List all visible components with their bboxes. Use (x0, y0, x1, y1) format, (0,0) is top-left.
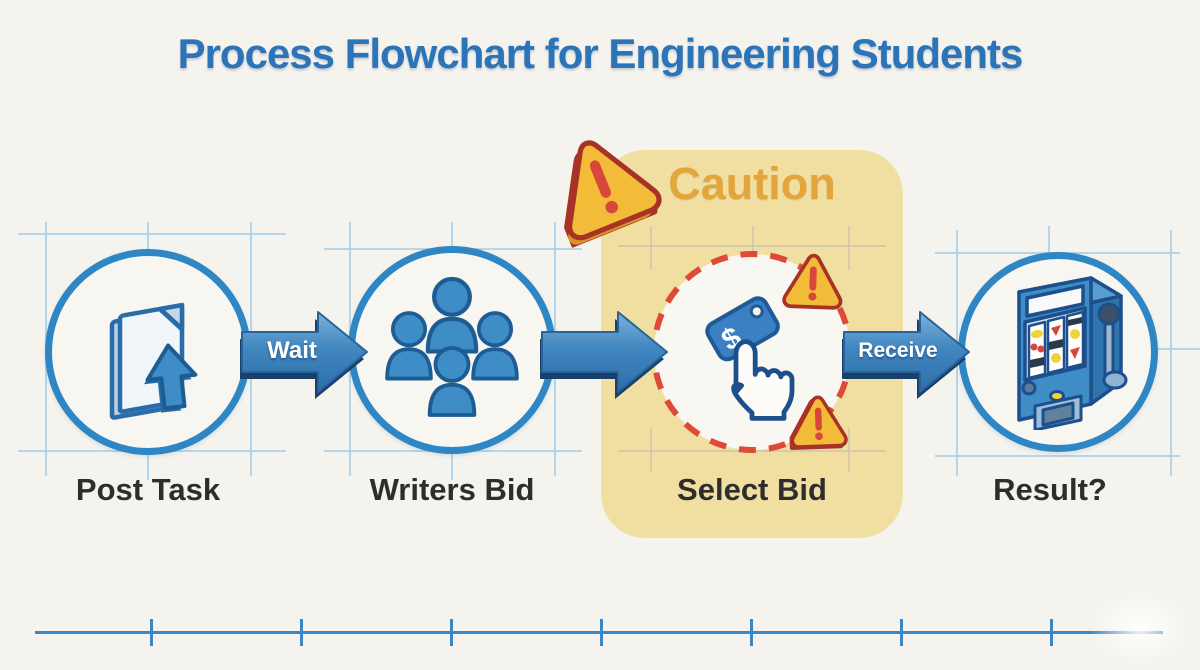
ruler-tick (450, 619, 453, 646)
ruler-tick (750, 619, 753, 646)
ruler-tick (900, 619, 903, 646)
grid-line (1048, 226, 1050, 254)
grid-line (848, 226, 850, 270)
arrow-wait (240, 311, 368, 399)
ruler-tick (300, 619, 303, 646)
caution-label: Caution (668, 158, 836, 209)
sparkle-highlight (1085, 588, 1195, 668)
arrow-label-receive: Receive (858, 339, 938, 362)
ruler-tick (1050, 619, 1053, 646)
price-tag-cursor-icon: $ (705, 296, 795, 421)
arrow-receive (842, 311, 970, 399)
grid-line (650, 428, 652, 472)
grid-line (1170, 230, 1172, 476)
ruler-tick (600, 619, 603, 646)
grid-line (848, 428, 850, 472)
grid-line (18, 233, 286, 235)
grid-line (752, 226, 754, 270)
arrow-to-select-bid (540, 311, 668, 399)
slot-machine-icon (1017, 276, 1128, 430)
ruler-line (35, 631, 1163, 634)
grid-line (147, 452, 149, 480)
step-label-writers-bid: Writers Bid (369, 472, 535, 507)
grid-line (451, 222, 453, 250)
step-label-post-task: Post Task (75, 472, 221, 507)
grid-line (1142, 348, 1200, 350)
document-upload-icon (109, 302, 198, 420)
grid-line (650, 226, 652, 270)
step-label-result: Result? (993, 472, 1107, 507)
warning-triangle-icon (782, 253, 843, 310)
grid-line (935, 455, 1180, 457)
arrow-label-wait: Wait (267, 337, 317, 364)
warning-triangle-icon (788, 395, 848, 451)
grid-line (451, 452, 453, 480)
grid-line (147, 222, 149, 250)
page-title: Process Flowchart for Engineering Studen… (177, 30, 1024, 77)
step-label-select-bid: Select Bid (677, 472, 827, 507)
ruler-tick (150, 619, 153, 646)
people-group-icon (385, 276, 519, 417)
